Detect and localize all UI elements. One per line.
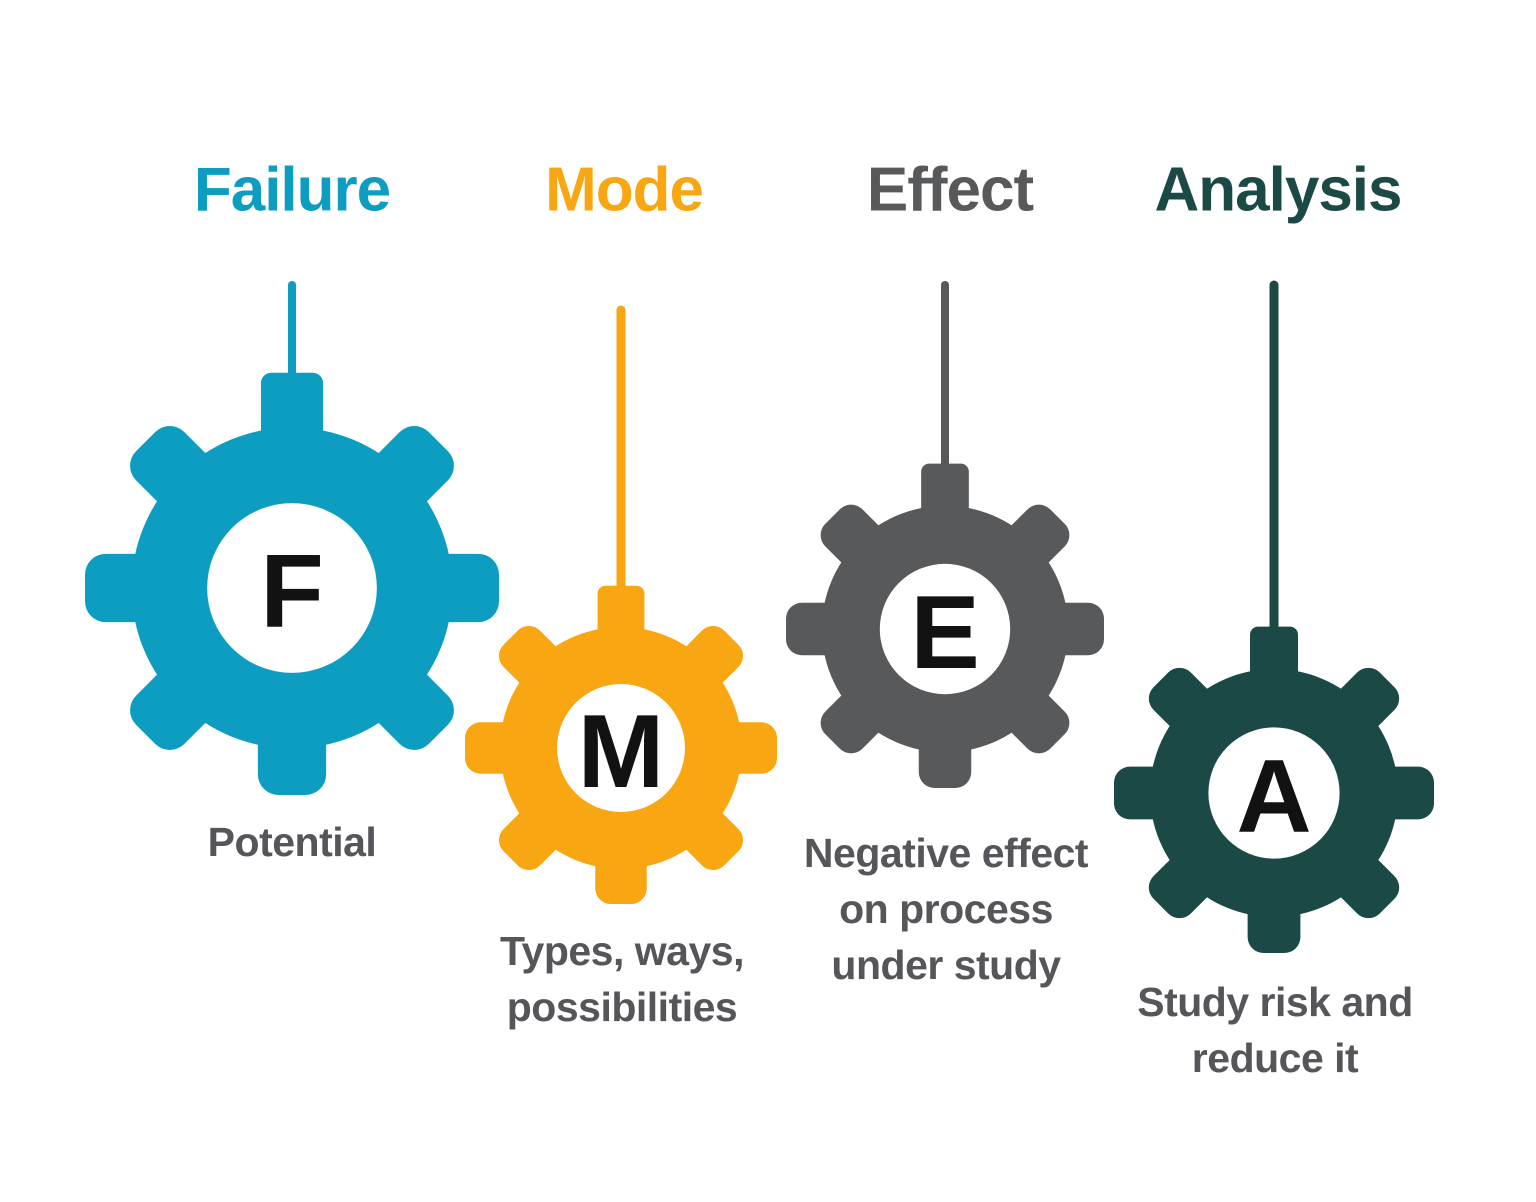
gear-hub	[1208, 727, 1340, 859]
description-analysis: Study risk and reduce it	[1137, 974, 1413, 1086]
gear-effect: E	[786, 463, 1104, 788]
header-analysis: Analysis	[1154, 155, 1402, 225]
desc-line: under study	[831, 942, 1061, 988]
header-effect: Effect	[866, 155, 1034, 225]
gear-failure: F	[85, 372, 499, 795]
header-mode: Mode	[545, 155, 704, 225]
desc-line: Types, ways,	[500, 928, 744, 974]
description-mode: Types, ways, possibilities	[500, 923, 744, 1035]
desc-line: Potential	[207, 819, 377, 865]
gear-letter-analysis: A	[1236, 739, 1311, 855]
desc-line: Negative effect	[803, 830, 1089, 876]
gear-analysis: A	[1114, 626, 1434, 953]
gear-letter-mode: M	[578, 694, 665, 810]
gear-hub	[879, 563, 1011, 695]
gear-letter-failure: F	[260, 534, 324, 650]
gear-hub	[207, 503, 377, 673]
description-failure: Potential	[208, 814, 377, 870]
gear-mode: M	[465, 585, 777, 904]
desc-line: Study risk and	[1137, 979, 1413, 1025]
desc-line: on process	[839, 886, 1053, 932]
description-effect: Negative effect on process under study	[803, 825, 1089, 993]
desc-line: reduce it	[1191, 1035, 1359, 1081]
desc-line: possibilities	[506, 984, 738, 1030]
header-failure: Failure	[193, 155, 391, 225]
gear-hub	[557, 684, 685, 812]
gear-letter-effect: E	[910, 575, 979, 691]
